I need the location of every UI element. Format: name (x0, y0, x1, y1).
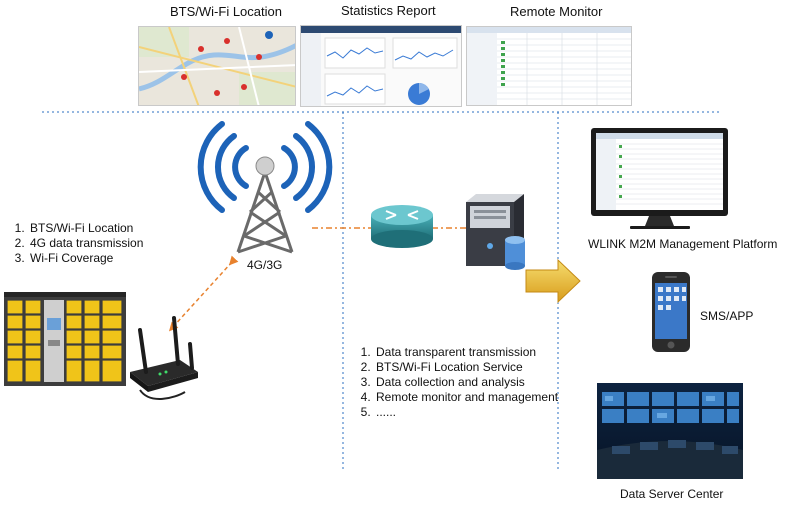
monitor-screenshot-icon (466, 26, 632, 106)
left-feature-item: 4G data transmission (28, 236, 198, 251)
panel-title-statistics: Statistics Report (341, 3, 436, 18)
center-feature-item: Data transparent transmission (374, 345, 594, 360)
data-center-label: Data Server Center (620, 487, 724, 501)
center-feature-item: BTS/Wi-Fi Location Service (374, 360, 594, 375)
panel-title-location: BTS/Wi-Fi Location (170, 4, 282, 19)
center-feature-item: Remote monitor and management (374, 390, 594, 405)
center-feature-list: Data transparent transmission BTS/Wi-Fi … (354, 345, 594, 420)
left-feature-item: Wi-Fi Coverage (28, 251, 198, 266)
platform-label: WLINK M2M Management Platform (588, 237, 778, 251)
panel-title-monitor: Remote Monitor (510, 4, 603, 19)
left-feature-list: BTS/Wi-Fi Location 4G data transmission … (8, 221, 198, 266)
map-screenshot-icon (138, 26, 296, 106)
center-feature-item: Data collection and analysis (374, 375, 594, 390)
left-feature-item: BTS/Wi-Fi Location (28, 221, 198, 236)
statistics-screenshot-icon (300, 25, 462, 107)
center-feature-item: ...... (374, 405, 594, 420)
tower-label: 4G/3G (247, 258, 283, 272)
sms-app-label: SMS/APP (700, 309, 754, 323)
